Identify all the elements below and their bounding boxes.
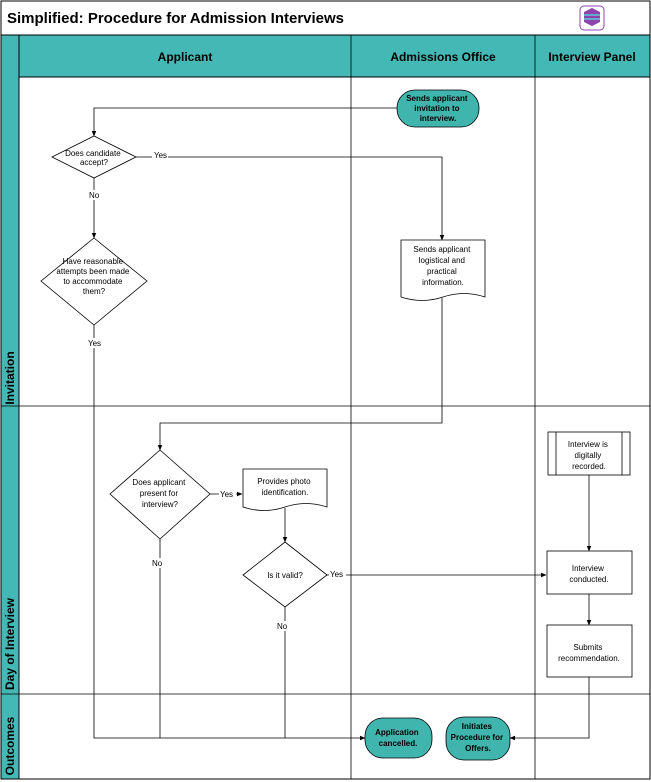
svg-text:Interview is digitally: Interview is digitally recorded. <box>568 440 610 471</box>
svg-text:Sends applicant logistic: Sends applicant logistical and practical… <box>413 245 472 287</box>
app-logo-icon <box>579 5 605 31</box>
label-valid-yes: Yes <box>330 570 343 579</box>
document-sends-logistical-info: Sends applicant logistical and practical… <box>400 239 486 301</box>
svg-text:Does candidate accept?: Does candidate accept? <box>65 149 123 167</box>
node-sends-invitation: Sends applicant invitation to interview. <box>396 89 480 128</box>
terminal-initiates-offers: Initiates Procedure for Offers. <box>445 716 511 761</box>
decision-is-it-valid: Is it valid? <box>242 541 328 608</box>
process-interview-conducted: Interview conducted. <box>546 550 633 595</box>
label-valid-no: No <box>277 622 288 631</box>
svg-text:Provides photo identific: Provides photo identification. <box>257 477 313 497</box>
column-header-interview-panel: Interview Panel <box>548 50 635 64</box>
svg-text:Submits recommendation.: Submits recommendation. <box>558 643 620 663</box>
lane-label-invitation: Invitation <box>3 351 17 404</box>
document-provides-photo-id: Provides photo identification. <box>242 468 328 511</box>
label-present-yes: Yes <box>220 490 233 499</box>
lane-label-day-of-interview: Day of Interview <box>3 597 17 690</box>
edge-labels: Yes No Yes Yes No Yes No <box>87 150 346 631</box>
connectors <box>91 107 592 741</box>
column-header-applicant: Applicant <box>158 50 213 64</box>
column-header-admissions-office: Admissions Office <box>390 50 496 64</box>
label-accept-no: No <box>89 191 100 200</box>
terminal-application-cancelled: Application cancelled. <box>364 717 433 759</box>
process-submits-recommendation: Submits recommendation. <box>546 624 633 678</box>
svg-text:Is it valid?: Is it valid? <box>267 571 303 580</box>
label-attempts-yes: Yes <box>88 339 101 348</box>
svg-text:Interview conducted.: Interview conducted. <box>569 564 608 584</box>
process-digitally-recorded: Interview is digitally recorded. <box>547 431 631 476</box>
svg-text:Initiates Procedure for: Initiates Procedure for Offers. <box>451 722 506 753</box>
lane-label-outcomes: Outcomes <box>3 716 17 775</box>
header-row <box>18 34 651 78</box>
lane-label-column <box>0 34 20 780</box>
svg-text:Does applicant present f: Does applicant present for interview? <box>132 478 187 509</box>
decision-reasonable-attempts: Have reasonable attempts been made to ac… <box>40 237 148 326</box>
svg-text:Application cancelled.: Application cancelled. <box>375 728 421 748</box>
svg-text:Have reasonable attempts: Have reasonable attempts been made to ac… <box>56 257 131 296</box>
label-present-no: No <box>152 559 163 568</box>
diagram-title: Simplified: Procedure for Admission Inte… <box>7 10 344 27</box>
decision-does-candidate-accept: Does candidate accept? <box>51 135 137 179</box>
decision-applicant-present: Does applicant present for interview? <box>109 449 211 540</box>
svg-text:Sends applicant invitati: Sends applicant invitation to interview. <box>406 94 470 123</box>
label-accept-yes: Yes <box>154 151 167 160</box>
